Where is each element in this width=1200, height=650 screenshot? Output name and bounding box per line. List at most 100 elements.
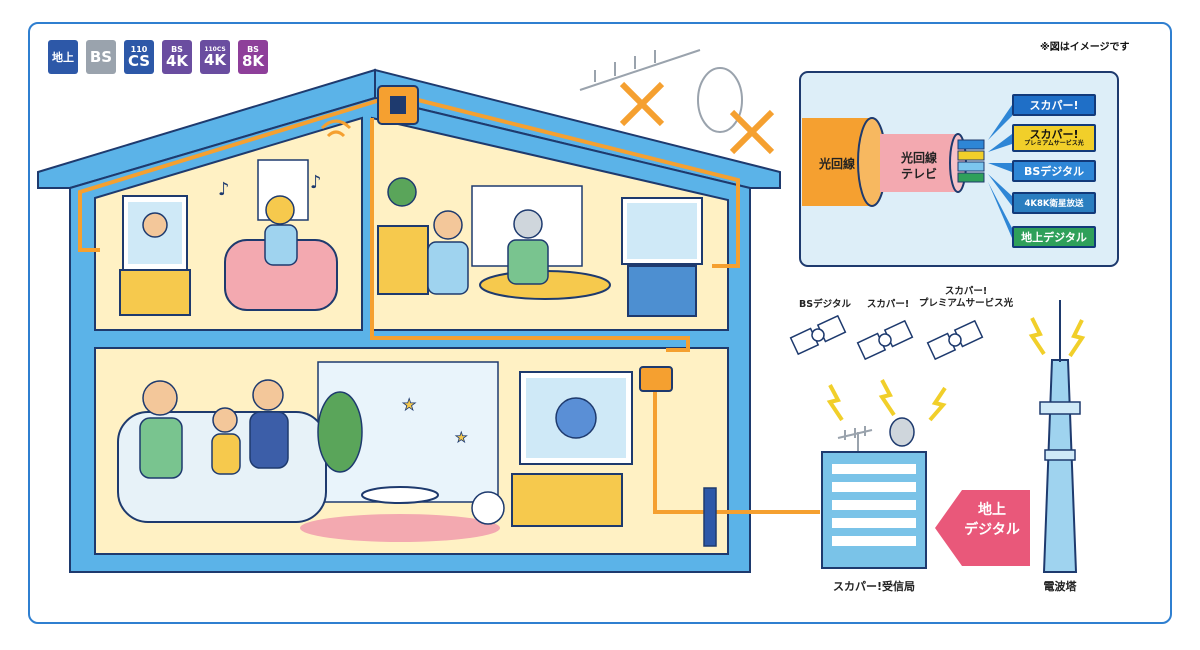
- x-mark-icon-2: [729, 109, 775, 155]
- station-stripe-2: [832, 482, 916, 492]
- station-label: スカパー!受信局: [832, 580, 916, 593]
- rug: [300, 514, 500, 542]
- badge-small: 110: [130, 44, 148, 54]
- grandma-head-icon: [513, 209, 543, 239]
- chijo-arrow-tag: [935, 490, 1030, 566]
- woman-body-icon: [264, 224, 298, 266]
- radio-tower: [1039, 300, 1081, 573]
- chijo-tag-line2: デジタル: [964, 522, 1020, 539]
- tv-upper-right-screen: [627, 203, 697, 259]
- inner-cable-label: 光回線 テレビ: [884, 150, 954, 182]
- roof-right: [374, 68, 781, 189]
- dish-antenna-icon: [697, 67, 743, 133]
- station-stripe-3: [832, 500, 916, 510]
- lightning-icon-5: [1068, 319, 1086, 358]
- tower-body: [1042, 359, 1078, 573]
- plant-lower-icon: [317, 391, 363, 473]
- grandpa-head-icon: [433, 210, 463, 240]
- cable-upper-left: [78, 98, 381, 252]
- station-stripe: [832, 464, 916, 474]
- badge-110cs: 110 CS: [124, 40, 154, 74]
- speaker-wave-icon: [320, 119, 352, 138]
- fiber-4: [957, 172, 985, 183]
- receiving-station: [821, 417, 927, 569]
- house: ♪ ♪ ★ ★: [37, 68, 781, 573]
- cable-lines: [78, 98, 820, 514]
- satellite-label-premium: スカパー! プレミアムサービス光: [918, 286, 1014, 311]
- old-antennas: [579, 49, 775, 155]
- fiber-3: [957, 161, 985, 172]
- service-label: 地上デジタル: [1021, 231, 1087, 244]
- lightning-icon-3: [928, 386, 947, 422]
- onu-device: [703, 487, 717, 547]
- station-dish-icon: [889, 417, 915, 447]
- service-label: BSデジタル: [1023, 165, 1085, 178]
- badge-big: BS: [89, 47, 113, 66]
- inner-cable-label-line1: 光回線: [900, 151, 937, 165]
- service-label: スカパー!: [1029, 127, 1079, 141]
- badge-big: 4K: [203, 50, 227, 69]
- badge-bs-8k: BS 8K: [238, 40, 268, 74]
- booster-box: [639, 366, 673, 392]
- tower-deck: [1039, 401, 1081, 415]
- mother-head-icon: [252, 379, 284, 411]
- music-note-icon-2: ♪: [310, 172, 322, 193]
- cable-upper-right: [417, 98, 740, 268]
- tv-stand-lower: [511, 473, 623, 527]
- service-label: 4K8K衛星放送: [1024, 199, 1084, 209]
- tv-stand-upper-right: [627, 265, 697, 317]
- inner-cable-label-line2: テレビ: [900, 167, 937, 182]
- badge-big: 4K: [165, 51, 189, 70]
- badge-small: BS: [171, 44, 183, 54]
- coffee-table: [361, 486, 439, 504]
- satellite-label-bs: BSデジタル: [799, 299, 851, 310]
- child-head-icon: [212, 407, 238, 433]
- cable-to-lower: [370, 118, 690, 352]
- grandpa-body-icon: [427, 241, 469, 295]
- badge-bs: BS: [86, 40, 116, 74]
- satellite-label-premium-line2: プレミアムサービス光: [918, 298, 1014, 310]
- lightning-icon: [826, 384, 844, 422]
- tower-label: 電波塔: [1043, 580, 1077, 593]
- lightning-icon-4: [1028, 317, 1046, 356]
- uhf-antenna-icon: [579, 49, 701, 91]
- badge-chideji: 地上: [48, 40, 78, 74]
- mother-body-icon: [249, 411, 289, 469]
- singer-icon: [142, 212, 168, 238]
- lightning-icon-2: [878, 379, 896, 417]
- chijo-tag-line1: 地上: [978, 502, 1006, 518]
- satellite-label-skyperfect: スカパー!: [866, 299, 910, 310]
- satellite-bs-icon: [789, 314, 847, 356]
- badge-big: CS: [127, 51, 151, 70]
- badge-small: BS: [247, 44, 259, 54]
- station-antenna-icon: [837, 426, 873, 452]
- drawer-upper-right: [377, 225, 429, 295]
- grandma-body-icon: [507, 239, 549, 285]
- service-label: スカパー!: [1029, 99, 1079, 112]
- plant-icon: [387, 177, 417, 207]
- father-body-icon: [139, 417, 183, 479]
- badge-110cs-4k: 110CS 4K: [200, 40, 230, 74]
- service-skyperfect: スカパー!: [1012, 94, 1096, 116]
- satellite-premium-icon: [926, 319, 984, 361]
- service-4k8k: 4K8K衛星放送: [1012, 192, 1096, 214]
- service-bs-digital: BSデジタル: [1012, 160, 1096, 182]
- star-icon-2: ★: [455, 430, 468, 446]
- badge-big: 地上: [52, 50, 74, 64]
- satellite-skyperfect-icon: [856, 319, 914, 361]
- dog-icon: [471, 491, 505, 525]
- satellites: [789, 314, 1086, 422]
- service-skyperfect-premium: スカパー! プレミアムサービス光: [1012, 124, 1096, 152]
- signal-fan: [988, 105, 1012, 238]
- station-stripe-5: [832, 536, 916, 546]
- fiber-2: [957, 150, 985, 161]
- woman-head-icon: [265, 195, 295, 225]
- badge-bs-4k: BS 4K: [162, 40, 192, 74]
- service-chijo-digital: 地上デジタル: [1012, 226, 1096, 248]
- cable-inner: [880, 134, 960, 192]
- tower-deck-2: [1044, 449, 1076, 461]
- cable-to-station: [653, 392, 820, 514]
- badge-small: 110CS: [204, 45, 226, 53]
- satellite-label-premium-line1: スカパー!: [944, 286, 988, 297]
